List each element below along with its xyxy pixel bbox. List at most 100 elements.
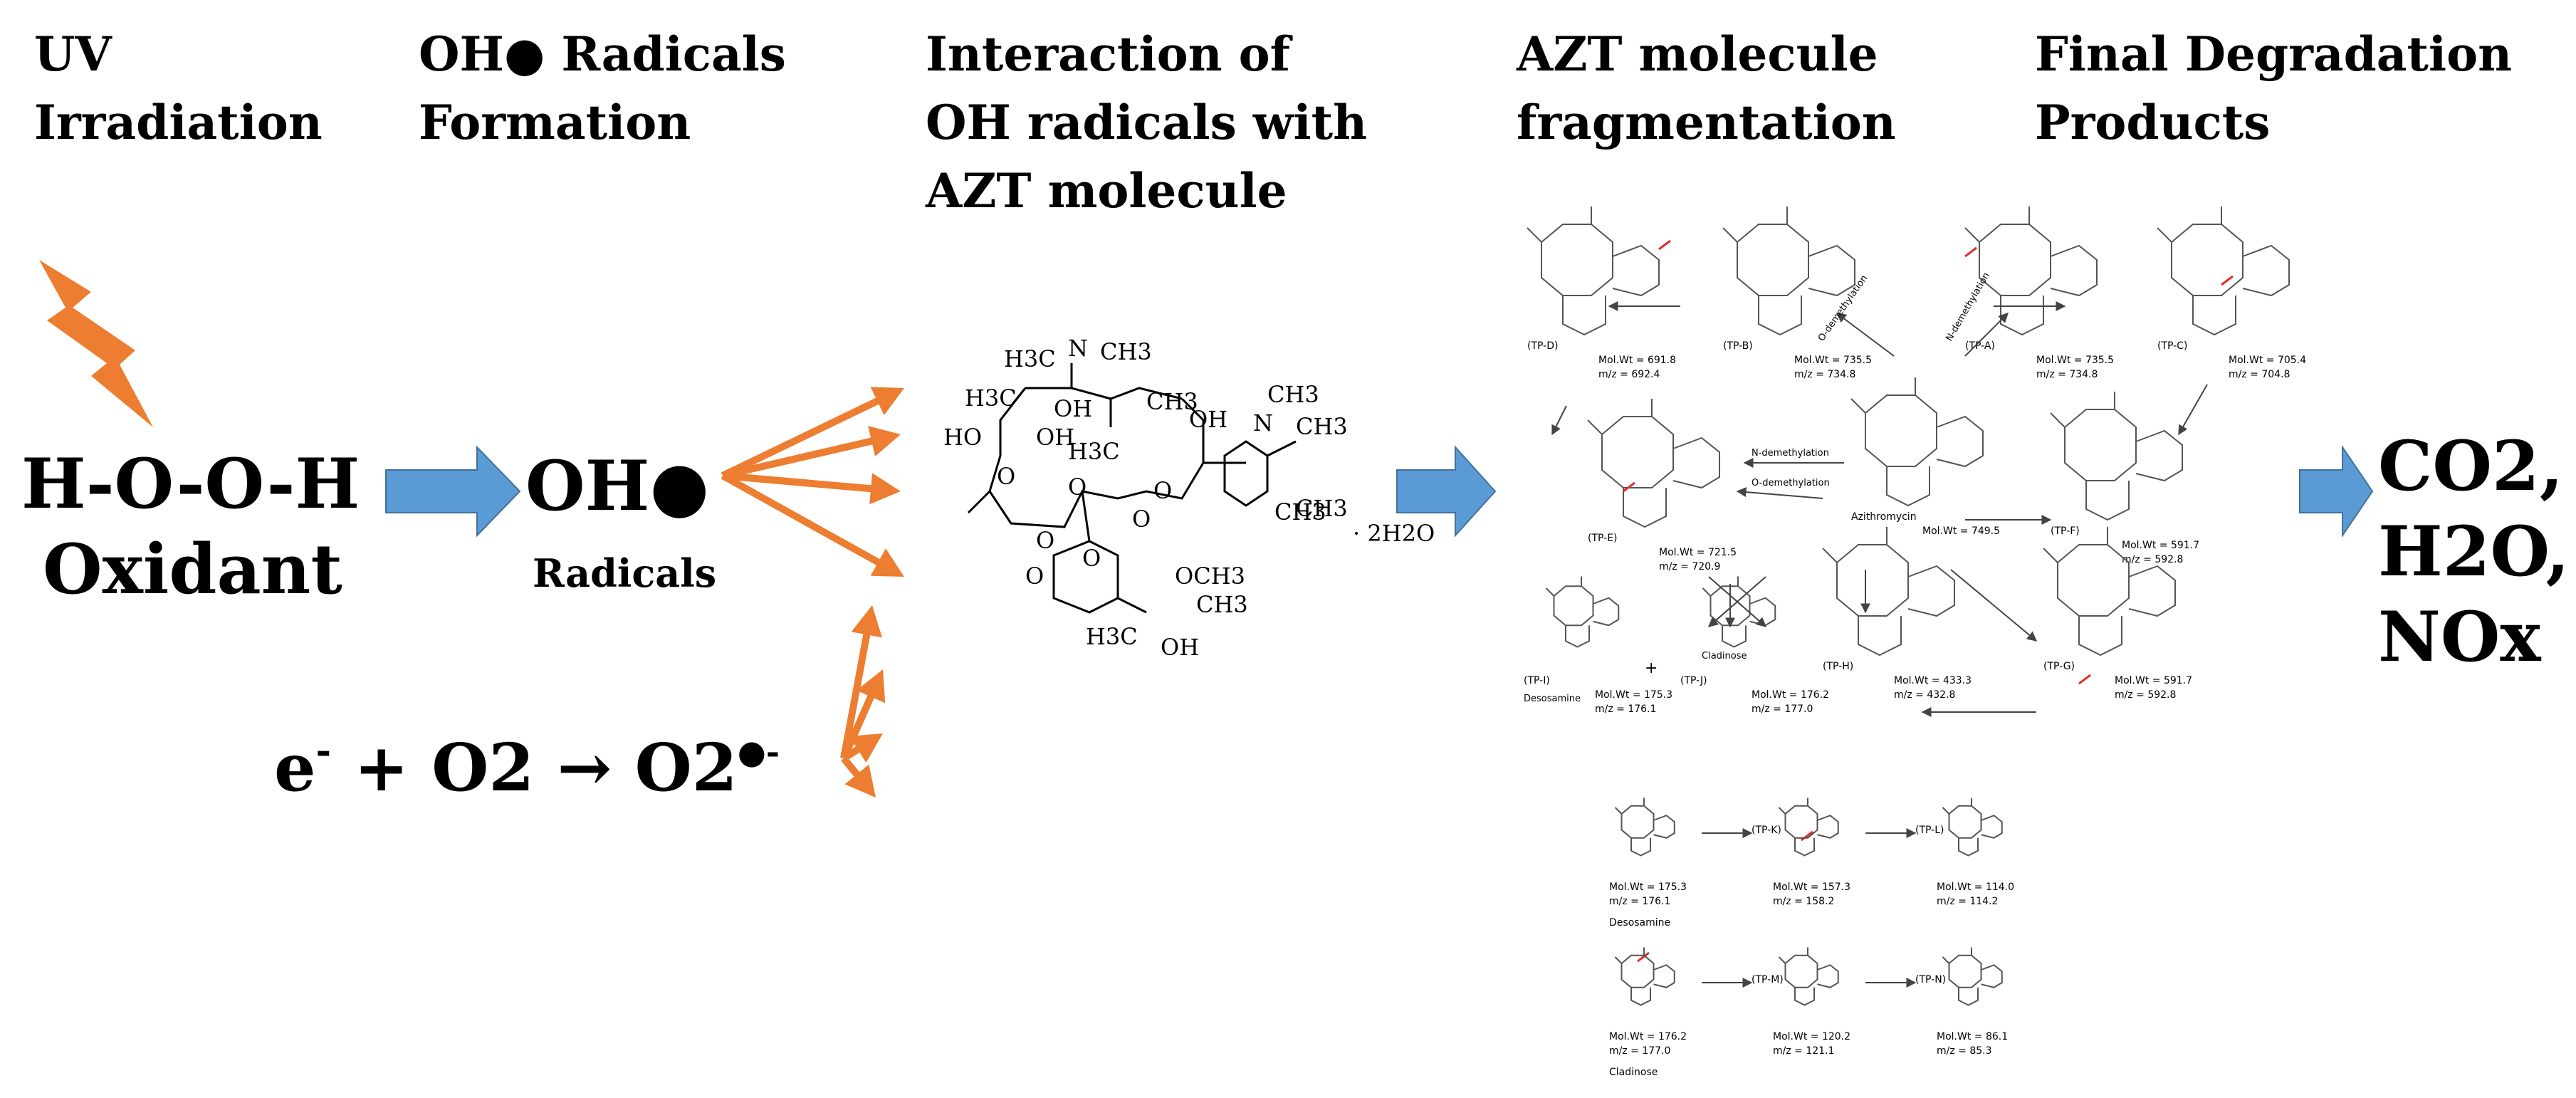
product-mz: m/z = 176.1 [1609,896,1670,907]
atom-label: H3C [965,385,1017,412]
lightning-bolt-icon [39,260,153,427]
header-line: Irradiation [34,95,323,150]
product-molecular-weight: Mol.Wt = 86.1 [1937,1031,2008,1042]
desosamine-label: Desosamine [1524,694,1581,704]
pathway-arrow [1551,405,1567,436]
bond-cleavage-mark [1637,951,1650,963]
header-fragmentation: AZT molecule fragmentation [1517,20,1896,157]
header-radicals-formation: OH● Radicals Formation [419,20,786,157]
pathway-label: O-demethylation [1816,273,1870,343]
product-mz: m/z = 177.0 [1752,704,1813,715]
molecule-skeleton [1850,377,1984,507]
atom-label: CH3 [1146,388,1198,415]
product-id: (TP-H) [1823,661,1853,672]
atom-label: N [1068,335,1088,362]
atom-label: CH3 [1274,498,1326,526]
product-id: (TP-K) [1752,825,1781,836]
atom-label: H3C [1004,345,1056,372]
header-line: OH● Radicals [419,26,786,82]
atom-label: CH3 [1296,413,1348,440]
equation-middle: + O2 → O2 [331,729,738,806]
transformation-product: (TP-H) Mol.Wt = 433.3 m/z = 432.8 [1822,527,1972,701]
bond-cleavage-mark [1623,481,1635,493]
molecule-skeleton [1614,798,1675,857]
pathway-arrow [2178,384,2208,436]
molecule-skeleton [1778,798,1839,857]
small-product: (TP-L) Mol.Wt = 114.0 m/z = 114.2 [1915,798,2014,907]
transformation-product: (TP-C)Mol.Wt = 705.4m/z = 704.8 [2157,206,2306,380]
product-id: (TP-C) [2157,340,2187,352]
header-line: UV [34,26,112,82]
product-id: (TP-J) [1680,675,1707,686]
transformation-product: (TP-B)Mol.Wt = 735.5m/z = 734.8 [1722,206,1872,380]
cladinose-label: Cladinose [1702,651,1747,662]
product-mz: m/z = 432.8 [1894,689,1955,701]
superoxide-attack-arrows [840,605,886,798]
product-molecular-weight: Mol.Wt = 735.5 [2036,355,2114,366]
header-line: AZT molecule [926,163,1287,219]
atom-label: N [1253,409,1273,436]
molecule-skeleton [1822,527,1955,657]
molecule-skeleton [2050,392,2183,521]
atom-label: O [1082,545,1101,572]
product-id: (TP-G) [2043,661,2075,672]
product-mz: m/z = 734.8 [2036,369,2098,380]
product-molecular-weight: Mol.Wt = 175.3 [1609,882,1687,893]
product-mz: m/z = 734.8 [1794,369,1855,380]
plus-sign: + [1645,659,1658,677]
radical-attack-arrows [721,387,904,577]
superoxide-charge: ●- [737,733,780,771]
atom-label: OCH3 [1175,563,1245,590]
transformation-product: (TP-F)Mol.Wt = 591.7m/z = 592.8 [2050,392,2199,565]
pathway-label: N-demethylation [1752,448,1829,459]
atom-label: H3C [1068,438,1120,465]
atom-label: CH3 [1267,381,1319,408]
transformation-product: (TP-A)Mol.Wt = 735.5m/z = 734.8 [1964,206,2114,380]
pathway-arrow [1950,569,2038,642]
product-name: Cladinose [1609,1067,1658,1078]
molecule-skeleton [1778,947,1839,1006]
header-final-products: Final Degradation Products [2035,20,2512,157]
oxidant-formula: H-O-O-H [21,444,360,524]
product-mz: m/z = 176.1 [1595,704,1656,715]
molecule-skeleton [1722,206,1855,336]
transformation-product: (TP-G)Mol.Wt = 591.7m/z = 592.8 [2043,527,2192,701]
pathway-arrow [1964,313,2009,357]
small-product: (TP-K)Mol.Wt = 157.3m/z = 158.2 [1752,798,1850,907]
atom-label: OH [1161,634,1199,661]
small-product: (TP-N) Mol.Wt = 86.1 m/z = 85.3 [1915,947,2008,1057]
orange-arrow [722,472,901,505]
header-line: Products [2035,95,2271,150]
product-id: (TP-L) [1915,825,1944,836]
molecule-skeleton [1702,576,1776,648]
product-mz: m/z = 85.3 [1937,1045,1992,1057]
radical-label: Radicals [533,550,717,596]
header-line: Final Degradation [2035,26,2513,82]
pathway-label: N-demethylation [1944,271,1991,343]
atom-label: HO [943,424,982,451]
product-molecular-weight: Mol.Wt = 433.3 [1894,675,1972,686]
transformation-product: (TP-I)Mol.Wt = 175.3m/z = 176.1 [1524,576,1672,715]
product-id: (TP-N) [1915,974,1946,985]
bond-cleavage-mark [1964,246,1977,258]
transformation-product: (TP-J)Mol.Wt = 176.2m/z = 177.0 [1680,576,1829,715]
product-name: Desosamine [1609,917,1670,929]
orange-arrow [721,387,904,479]
atom-label: O [1068,474,1087,501]
product-id: (TP-E) [1588,533,1618,544]
molecule-skeleton [1942,798,2003,857]
product-mz: m/z = 592.8 [2122,554,2183,565]
product-molecular-weight: Mol.Wt = 114.0 [1937,882,2014,893]
product-mz: m/z = 158.2 [1773,896,1834,907]
product-molecular-weight: Mol.Wt = 735.5 [1794,355,1872,366]
header-line: OH radicals with [926,95,1368,150]
atom-label: O [1132,506,1151,533]
arrow-to-fragmentation [1396,445,1497,538]
product-mz: m/z = 114.2 [1937,896,1998,907]
atom-label: OH [1054,395,1092,422]
product-id: Azithromycin [1851,511,1917,523]
product-molecular-weight: Mol.Wt = 749.5 [1922,526,2000,537]
bond-cleavage-mark [1801,830,1813,842]
